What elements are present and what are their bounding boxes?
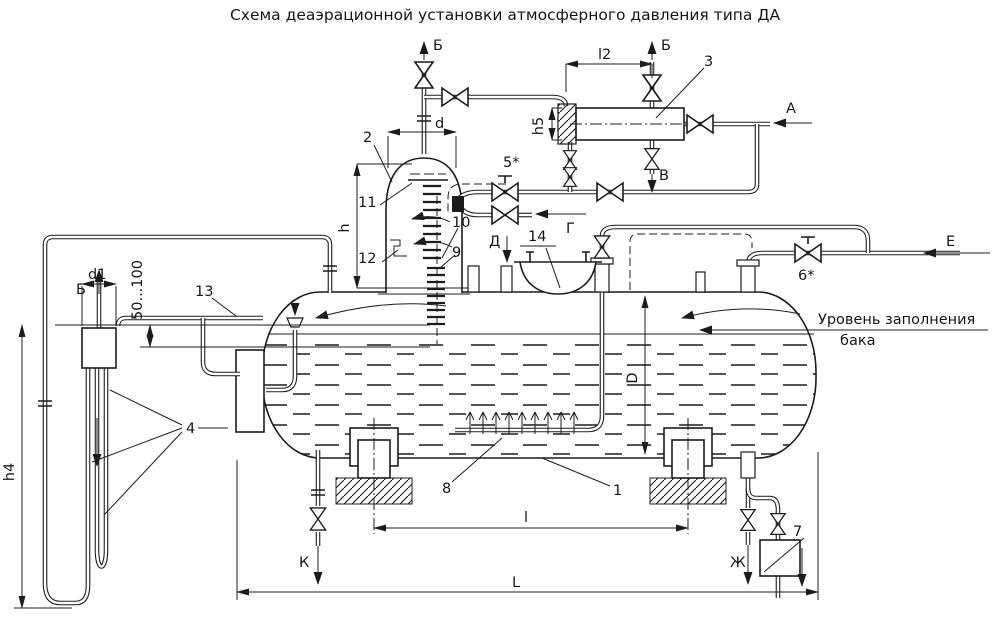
valve-6-actuator [801,236,815,244]
valve-feed-branch [593,235,611,259]
column-inlet-flange [452,196,464,212]
part-label-6: 6* [798,268,814,284]
drain-bracket [390,239,407,257]
flow-label-a: А [786,101,796,117]
manhole [514,251,602,295]
steam-space-arrow-right [681,308,801,320]
level-note-line1: Уровень заполнения [818,312,975,328]
flow-label-b1: Б [433,38,443,54]
water-seal-inner-loop [94,368,109,569]
part-label-9: 9 [452,245,461,261]
column-flow-arrow-1 [411,211,451,223]
sparger-bubble-arrows [465,411,579,434]
drawing-title: Схема деаэрационной установки атмосферно… [230,6,780,24]
part-label-4: 4 [186,421,195,437]
part-label-8: 8 [442,481,451,497]
bottom-nozzle [740,451,756,479]
dim-label-range: 50...100 [130,260,146,320]
flow-label-b2: Б [661,38,671,54]
deaerator-column [378,157,470,326]
column-flow-arrow-2 [413,236,453,248]
valve-sampler [770,512,786,536]
boundary-dash-5 [447,183,506,214]
flow-label-e: Е [946,234,955,250]
flow-label-k: К [299,555,310,571]
valve-drain-left [309,507,327,531]
seal-header-box [81,327,117,369]
part-label-7: 7 [793,524,802,540]
flow-label-b3: Б [76,282,86,298]
valve-cap-drain-2 [562,167,578,187]
valve-5-actuator [498,175,512,183]
steam-space-arrow-left [315,303,447,320]
valve-cooler-vent [642,74,662,102]
valve-cap-drain-1 [562,150,578,170]
vapor-cooler [557,103,692,145]
part-label-13: 13 [195,284,213,300]
dim-label-l: l [524,510,528,526]
dim-label-D: D [625,372,641,383]
water-level-hatching [262,336,816,456]
dim-label-l2: l2 [598,47,611,63]
dim-label-h: h [337,223,353,232]
valve-vapor-branch [441,87,469,107]
valve-steam-inlet [686,114,714,134]
flow-label-g: Г [566,221,575,237]
leader-lines [91,67,988,516]
feedwater-pipe [745,250,960,265]
flow-label-zh: Ж [730,555,746,571]
sampler-diagonal [763,537,805,573]
bubbler-stack [427,266,445,326]
valve-column-vent [414,61,434,89]
part-label-1: 1 [613,483,622,499]
part-label-2: 2 [363,130,372,146]
flow-label-d: Д [489,234,500,250]
deaerator-tank [261,291,817,459]
valve-drain-right [740,508,756,532]
dim-label-L: L [512,575,520,591]
pipe-joints [38,115,431,496]
boundary-dash-6 [629,233,753,290]
valve-regulator-5 [491,182,519,202]
valve-regulator-6 [794,243,822,263]
dim-label-h4: h4 [2,463,18,481]
tank-nozzles [467,257,760,479]
tank-end-plate [235,349,265,433]
valve-condensate [596,182,624,202]
dim-label-h5: h5 [531,117,547,135]
sampler-box [759,537,805,577]
overflow-loop-pipe [200,318,240,377]
dimensions [14,60,819,609]
part-label-12: 12 [358,251,376,267]
part-label-10: 10 [452,215,470,231]
valve-cooler-drain [644,147,660,171]
dim-label-d: d [435,116,444,132]
level-note-line2: бака [840,333,875,349]
dim-label-d1: d1 [88,267,106,283]
part-label-5: 5* [503,155,519,171]
valve-chem-water [491,205,519,225]
flow-label-v: В [659,168,669,184]
part-label-3: 3 [704,54,713,70]
part-label-11: 11 [358,195,376,211]
part-label-14: 14 [528,229,546,245]
valves [309,61,822,536]
